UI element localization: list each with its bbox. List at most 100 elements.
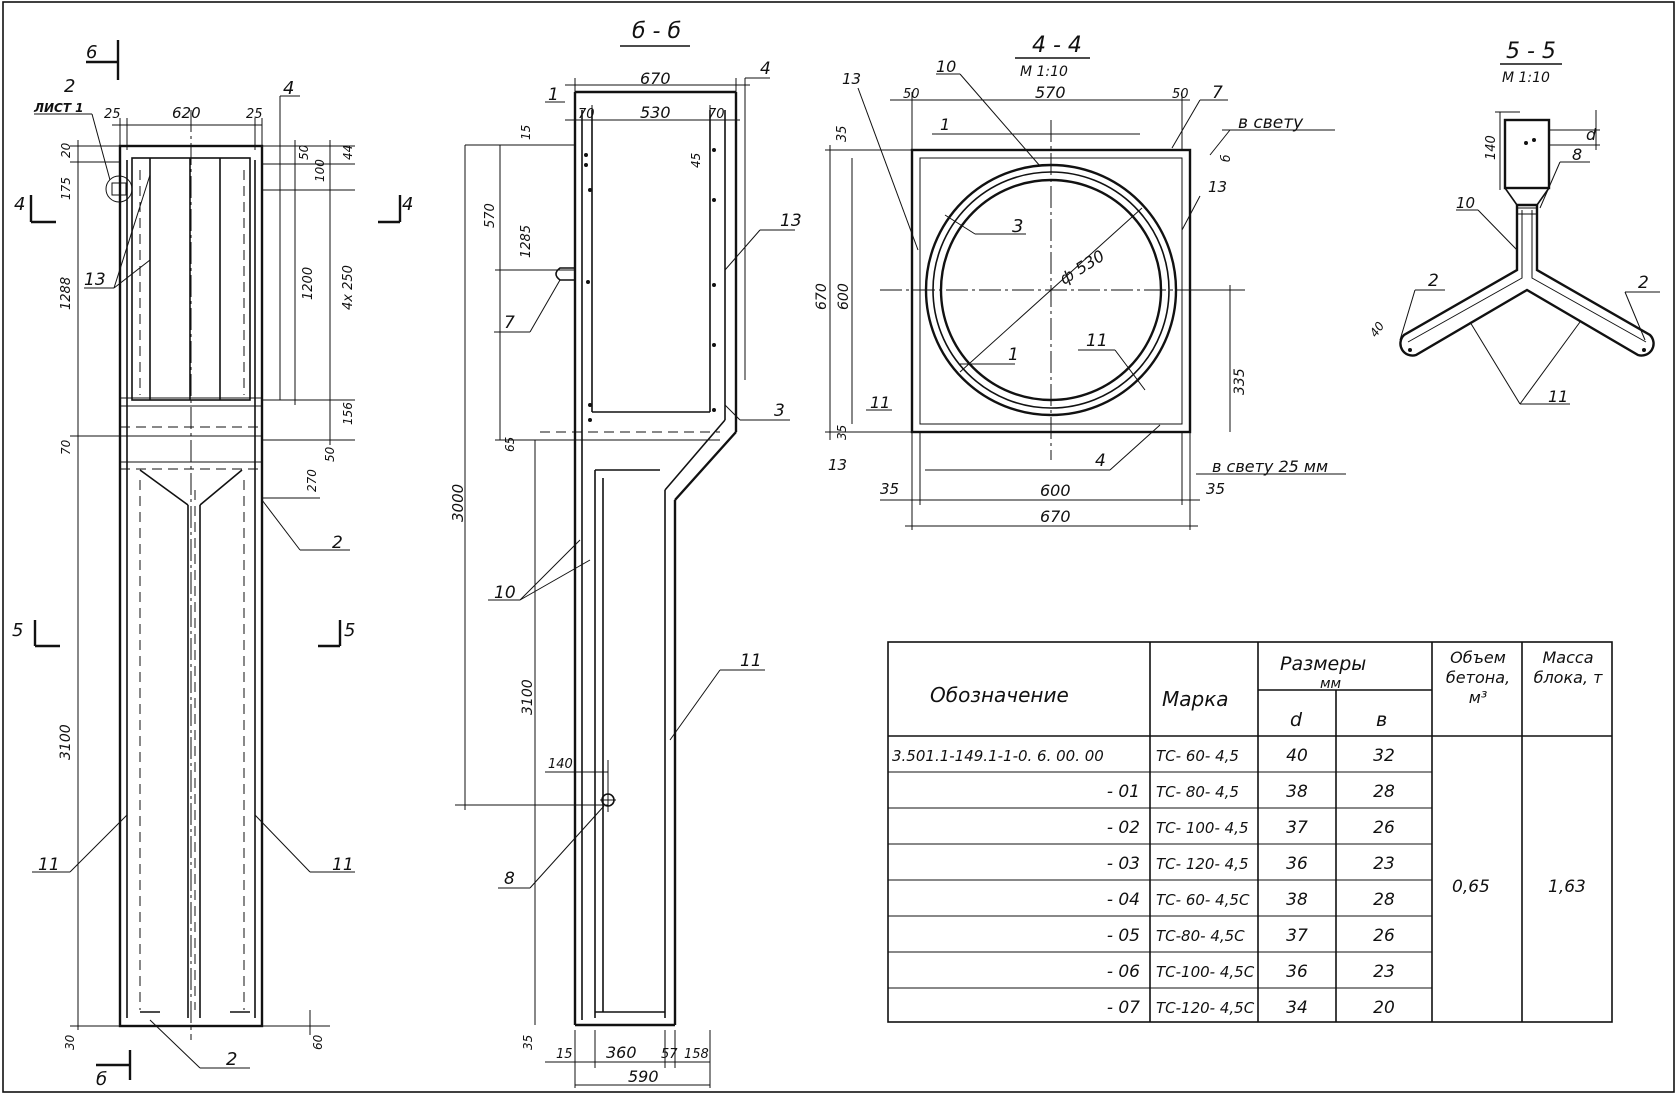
section-mark-5-left: 5 <box>12 620 23 641</box>
dim-1285: 1285 <box>519 225 534 258</box>
dim-600-4v: 600 <box>836 283 852 310</box>
table-cell-b: 23 <box>1373 854 1395 874</box>
header-b: в <box>1376 709 1387 731</box>
table-cell-d: 36 <box>1286 962 1308 982</box>
table-cell-designation: - 07 <box>1107 998 1140 1018</box>
dim-15-bottom: 15 <box>556 1047 573 1062</box>
header-mass: Масса блока, т <box>1533 648 1603 687</box>
dim-15-top: 15 <box>519 125 533 140</box>
dim-4x250: 4х 250 <box>341 265 356 310</box>
header-mark: Марка <box>1162 687 1229 711</box>
table-cell-mark: ТС-80- 4,5С <box>1156 927 1245 945</box>
callout-13-4a: 13 <box>842 70 861 88</box>
header-sizes: Размеры <box>1280 653 1366 675</box>
dim-158: 158 <box>684 1047 709 1062</box>
callout-11-right: 11 <box>332 855 354 875</box>
dim-b-4: б <box>1219 154 1233 162</box>
table-cell-mark: ТС- 80- 4,5 <box>1156 783 1239 801</box>
dim-140-mid: 140 <box>548 757 573 772</box>
dim-35-4a: 35 <box>835 125 850 142</box>
dim-590: 590 <box>628 1067 659 1086</box>
left-elevation: 6 4 4 5 5 б <box>12 40 413 1090</box>
callout-4-mid: 4 <box>760 59 771 79</box>
dim-530: 530 <box>640 103 671 122</box>
callout-11-4b: 11 <box>870 393 890 412</box>
section-4-4: 4 - 4 М 1:10 50 570 50 35 670 600 35 335 <box>814 33 1346 530</box>
header-volume: Объем бетона, м³ <box>1445 648 1511 707</box>
dim-70-b: 70 <box>708 107 725 122</box>
dim-1200: 1200 <box>301 267 316 300</box>
callout-7: 7 <box>504 313 515 333</box>
callout-10-4: 10 <box>936 57 956 76</box>
callout-4-4: 4 <box>1095 451 1106 471</box>
table-cell-designation: - 06 <box>1107 962 1140 982</box>
dim-670-mid: 670 <box>640 69 671 88</box>
table-cell-designation: - 04 <box>1107 890 1140 910</box>
dim-50-4a: 50 <box>903 87 920 102</box>
dim-35-4b: 35 <box>835 425 849 440</box>
section-mark-4-left: 4 <box>14 194 25 215</box>
table-cell-designation: - 03 <box>1107 854 1140 874</box>
dim-d-5: d <box>1586 125 1597 144</box>
dim-25-b: 25 <box>246 107 263 122</box>
dim-45: 45 <box>689 153 703 168</box>
table-cell-d: 38 <box>1286 782 1308 802</box>
callout-1-mid: 1 <box>548 85 559 105</box>
dim-3100-mid: 3100 <box>520 679 536 715</box>
dim-65: 65 <box>503 437 517 452</box>
callout-13-4b: 13 <box>1208 178 1227 196</box>
table-cell-b: 26 <box>1373 926 1395 946</box>
callout-2-top: 2 <box>64 76 75 97</box>
dim-360: 360 <box>606 1043 637 1062</box>
callout-3-4: 3 <box>1012 216 1023 237</box>
dim-25-a: 25 <box>104 107 121 122</box>
section-mark-5-right: 5 <box>344 620 355 641</box>
callout-10: 10 <box>494 583 516 603</box>
table-cell-designation: - 01 <box>1107 782 1140 802</box>
callout-11-5: 11 <box>1548 387 1568 406</box>
cell-mass: 1,63 <box>1548 877 1586 897</box>
dim-620: 620 <box>172 104 201 122</box>
callout-2-right: 2 <box>332 533 343 553</box>
section-b-b-title: б - б <box>632 19 681 44</box>
section-5-5: 5 - 5 М 1:10 140 d 8 10 2 2 40 11 <box>1367 39 1660 406</box>
table-cell-b: 28 <box>1373 890 1395 910</box>
table-cell-d: 36 <box>1286 854 1308 874</box>
sheet-ref: ЛИСТ 1 <box>33 101 84 115</box>
section-5-5-scale: М 1:10 <box>1502 70 1550 86</box>
table-cell-mark: ТС- 120- 4,5 <box>1156 855 1248 873</box>
callout-3: 3 <box>774 401 785 421</box>
section-b-b: б - б 6 <box>449 19 802 1088</box>
dim-35-mid: 35 <box>521 1035 535 1050</box>
in-light-label: в свету <box>1238 113 1304 133</box>
table-cell-mark: ТС- 60- 4,5 <box>1156 747 1239 765</box>
table-cell-mark: ТС-100- 4,5С <box>1156 963 1255 981</box>
section-4-4-title: 4 - 4 <box>1032 33 1082 58</box>
table-cell-designation: - 05 <box>1107 926 1140 946</box>
table-cell-b: 26 <box>1373 818 1395 838</box>
dim-50: 50 <box>297 144 311 160</box>
dim-70: 70 <box>59 439 73 455</box>
callout-10-5: 10 <box>1456 194 1475 212</box>
callout-8: 8 <box>504 869 515 889</box>
section-5-5-title: 5 - 5 <box>1506 39 1556 64</box>
table-cell-d: 40 <box>1286 746 1308 766</box>
callout-13-left: 13 <box>84 270 106 290</box>
dim-570-mid: 570 <box>483 203 498 228</box>
table-cell-b: 32 <box>1373 746 1395 766</box>
callout-2-5a: 2 <box>1428 271 1439 291</box>
table-cell-mark: ТС- 100- 4,5 <box>1156 819 1248 837</box>
callout-1-4a: 1 <box>940 115 950 134</box>
section-4-4-scale: М 1:10 <box>1020 64 1068 80</box>
dim-44: 44 <box>341 145 355 160</box>
table-cell-b: 23 <box>1373 962 1395 982</box>
callout-7-4: 7 <box>1212 83 1223 103</box>
table-cell-mark: ТС- 60- 4,5С <box>1156 891 1250 909</box>
callout-11-mid: 11 <box>740 651 762 671</box>
table-cell-d: 37 <box>1286 926 1308 946</box>
dim-60: 60 <box>311 1034 325 1050</box>
in-light-25-label: в свету 25 мм <box>1212 457 1328 476</box>
